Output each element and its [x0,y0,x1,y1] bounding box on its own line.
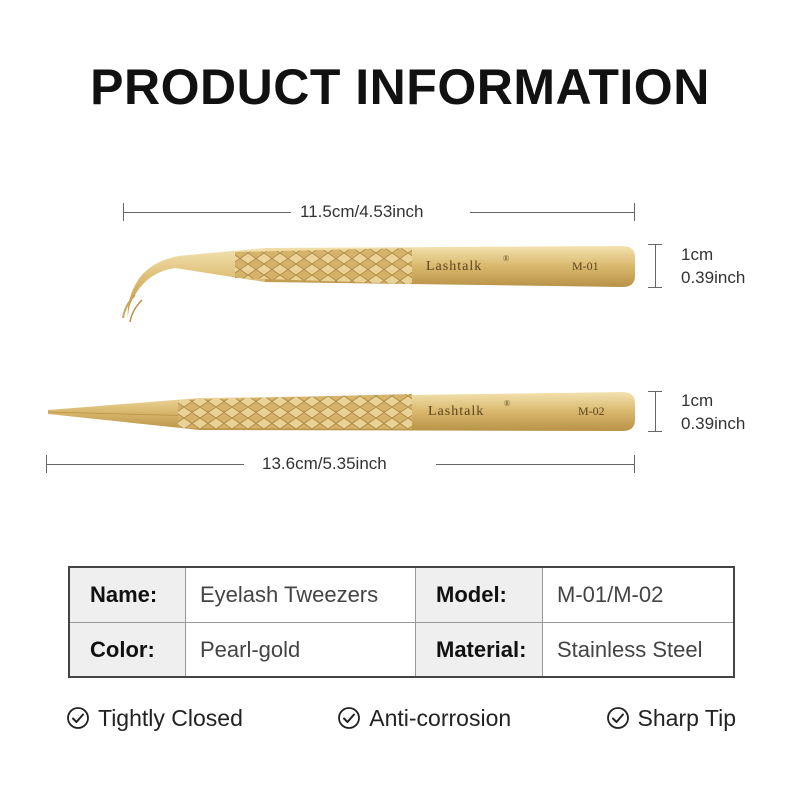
check-circle-icon [606,707,629,729]
color-value: Pearl-gold [185,622,415,676]
straight-tweezer-image: Lashtalk ® M-02 [47,392,635,431]
name-label: Name: [70,568,185,622]
bottom-length-label: 13.6cm/5.35inch [262,454,387,473]
model-label: Model: [415,568,542,622]
top-width-inch: 0.39inch [681,268,746,287]
feature-tightly-closed: Tightly Closed [66,705,243,732]
curved-tweezer-image: Lashtalk ® M-01 [122,246,635,323]
top-brand-text: Lashtalk [426,259,482,274]
name-value: Eyelash Tweezers [185,568,415,622]
svg-text:M-01: M-01 [572,259,599,273]
feature-label: Anti-corrosion [369,704,512,731]
spec-table: Name: Eyelash Tweezers Model: M-01/M-02 … [68,566,735,678]
check-circle-icon [338,707,361,729]
svg-text:M-02: M-02 [578,404,605,418]
material-label: Material: [415,622,542,676]
feature-list: Tightly Closed Anti-corrosion Sharp Tip [66,700,736,736]
color-label: Color: [70,622,185,676]
feature-label: Tightly Closed [98,704,243,731]
svg-text:®: ® [503,254,509,263]
feature-anti-corrosion: Anti-corrosion [337,705,511,732]
top-length-label: 11.5cm/4.53inch [300,202,424,221]
model-value: M-01/M-02 [542,568,733,622]
bottom-width-cm: 1cm [681,391,714,410]
material-value: Stainless Steel [542,622,733,676]
bottom-width-inch: 0.39inch [681,414,746,433]
bottom-brand-text: Lashtalk [428,404,484,419]
feature-label: Sharp Tip [637,704,736,731]
page-title: PRODUCT INFORMATION [90,59,710,115]
top-width-cm: 1cm [681,245,714,264]
svg-text:®: ® [504,399,510,408]
check-circle-icon [67,707,89,729]
feature-sharp-tip: Sharp Tip [606,705,736,732]
